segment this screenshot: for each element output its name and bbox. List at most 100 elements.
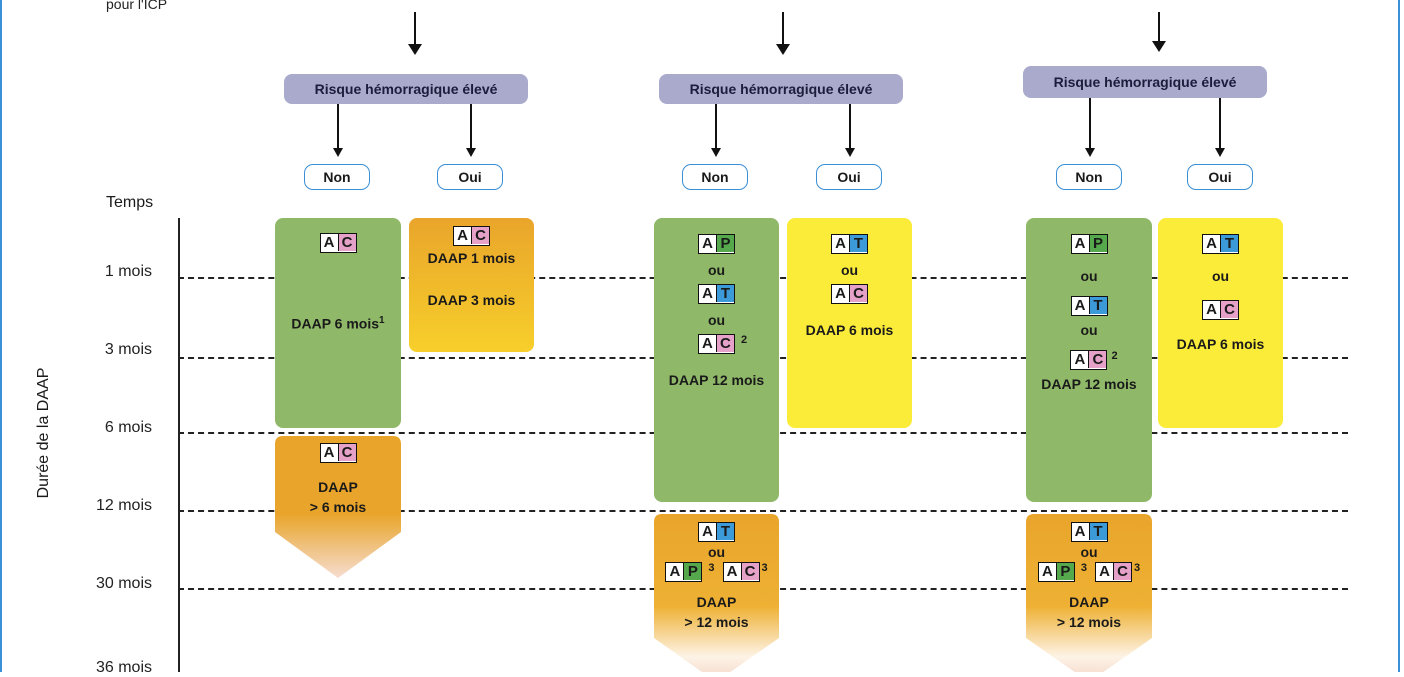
arrow-oui-1: [470, 104, 472, 150]
note-3: 3: [1080, 562, 1087, 574]
top-arrow-head-2: [776, 44, 790, 55]
arrow-non-2: [715, 104, 717, 150]
arrow-non-3: [1089, 98, 1091, 150]
col1-ext-line1: DAAP: [318, 479, 358, 495]
arrow-non-1: [337, 104, 339, 150]
arrow-head-oui-3: [1215, 148, 1225, 157]
col2-ext-line1: DAAP: [696, 594, 737, 610]
arrow-head-non-3: [1085, 148, 1095, 157]
col1-non-ext-arrow: [275, 436, 401, 578]
arrow-head-oui-1: [466, 148, 476, 157]
risk-box-3: Risque hémorragique élevé: [1023, 66, 1267, 98]
tick-30-mois: 30 mois: [95, 575, 152, 592]
arrow-head-non-1: [333, 148, 343, 157]
risk-box-2: Risque hémorragique élevé: [659, 74, 903, 104]
col2-non-duration: DAAP 12 mois: [668, 372, 765, 388]
or-label: ou: [1211, 268, 1230, 284]
or-label: ou: [1080, 544, 1098, 560]
tick-1-mois: 1 mois: [104, 263, 152, 280]
risk-box-1: Risque hémorragique élevé: [284, 74, 528, 104]
time-axis: [178, 218, 180, 672]
arrow-head-non-2: [711, 148, 721, 157]
or-label: ou: [707, 312, 726, 328]
top-note: pour l'ICP: [106, 0, 168, 12]
note-2: 2: [1111, 350, 1118, 362]
col1-oui-duration1: DAAP 1 mois: [427, 250, 516, 266]
col3-ext-line1: DAAP: [1069, 594, 1109, 610]
top-arrow-2: [782, 12, 784, 46]
col3-non-ext-arrow: [1026, 514, 1152, 672]
col3-oui-duration: DAAP 6 mois: [1176, 336, 1265, 352]
note-3: 3: [1134, 562, 1141, 574]
or-label: ou: [707, 544, 726, 560]
col3-non-duration: DAAP 12 mois: [1041, 376, 1137, 392]
col1-non-box: [275, 218, 401, 428]
tick-3-mois: 3 mois: [104, 341, 152, 358]
col3-ext-line2: > 12 mois: [1056, 614, 1122, 630]
arrow-head-oui-2: [845, 148, 855, 157]
top-arrow-head-3: [1152, 41, 1166, 52]
pill-oui-1: Oui: [437, 164, 503, 190]
col2-oui-duration: DAAP 6 mois: [805, 322, 894, 338]
axis-title: Durée de la DAAP: [35, 367, 52, 499]
pill-non-2: Non: [682, 164, 748, 190]
col1-oui-duration2: DAAP 3 mois: [427, 292, 516, 308]
pill-oui-3: Oui: [1187, 164, 1253, 190]
col1-non-duration: DAAP 6 mois1: [291, 315, 385, 332]
col2-non-ext-arrow: [654, 514, 779, 672]
pill-non-1: Non: [304, 164, 370, 190]
dash-12-mois: [178, 510, 1348, 512]
note-3: 3: [708, 562, 715, 574]
pill-non-3: Non: [1056, 164, 1122, 190]
tick-6-mois: 6 mois: [104, 419, 152, 436]
top-arrow-head-1: [408, 44, 422, 55]
or-label: ou: [1080, 268, 1098, 284]
tick-12-mois: 12 mois: [95, 497, 152, 514]
pill-oui-2: Oui: [816, 164, 882, 190]
arrow-oui-3: [1219, 98, 1221, 150]
tick-36-mois: 36 mois: [95, 659, 152, 676]
col2-non-box: [654, 218, 779, 502]
note-3: 3: [761, 562, 768, 574]
axis-header: Temps: [106, 194, 154, 211]
col1-ext-line2: > 6 mois: [309, 499, 367, 515]
top-arrow-1: [414, 12, 416, 46]
or-label: ou: [1080, 322, 1098, 338]
or-label: ou: [840, 262, 859, 278]
top-arrow-3: [1158, 12, 1160, 42]
note-2: 2: [740, 334, 748, 346]
col2-ext-line2: > 12 mois: [684, 614, 749, 630]
arrow-oui-2: [849, 104, 851, 150]
